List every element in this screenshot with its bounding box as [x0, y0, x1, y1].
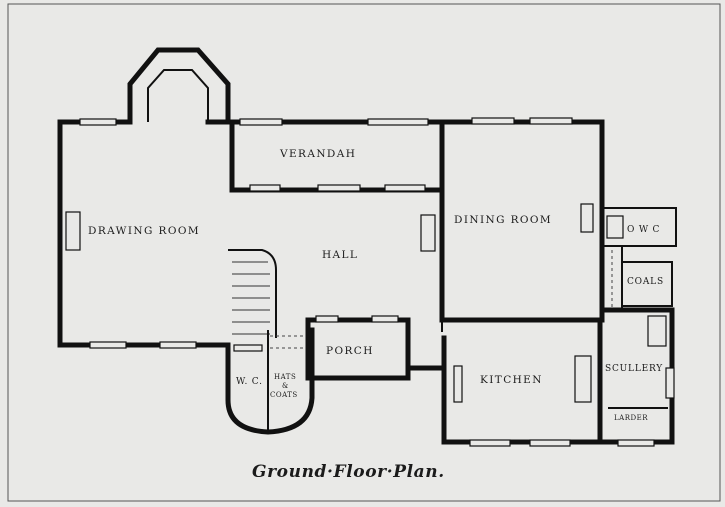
label-hall: HALL [322, 249, 358, 261]
label-porch: PORCH [326, 345, 374, 357]
service-block [597, 207, 677, 447]
dining-room-walls [420, 117, 605, 323]
label-verandah: VERANDAH [279, 148, 356, 160]
label-owc: O W C [627, 225, 660, 235]
label-hats: HATS [274, 373, 296, 381]
label-kitchen: KITCHEN [480, 374, 543, 386]
plan-caption: Ground·Floor·Plan. [252, 462, 445, 482]
kitchen-walls [441, 317, 603, 447]
drawing-room-walls [57, 47, 235, 348]
label-larder: LARDER [614, 414, 648, 422]
porch-walls [305, 315, 447, 381]
staircase [228, 249, 308, 349]
label-wc: W. C. [236, 377, 263, 387]
verandah-walls [229, 118, 445, 193]
label-scullery: SCULLERY [605, 364, 663, 374]
label-drawing-room: DRAWING ROOM [88, 225, 200, 237]
label-dining-room: DINING ROOM [454, 214, 552, 226]
label-amp: & [282, 382, 289, 390]
page-border [7, 3, 721, 502]
drawing-room-details [65, 118, 197, 349]
label-coats: COATS [270, 391, 298, 399]
wc-tower [225, 327, 315, 435]
label-coals: COALS [627, 277, 664, 287]
